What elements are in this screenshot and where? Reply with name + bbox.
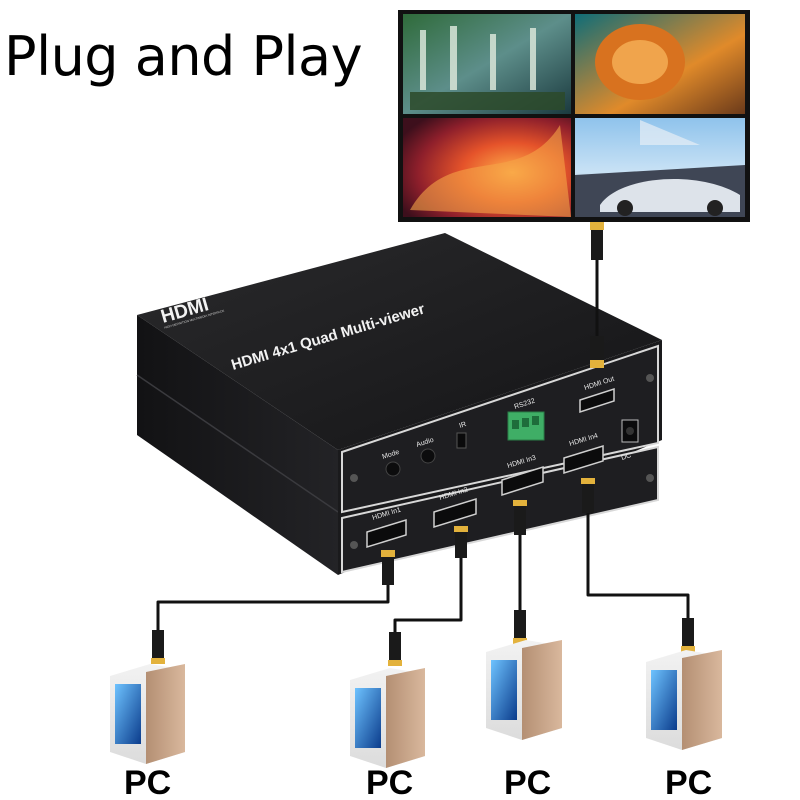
screw-icon — [350, 541, 358, 549]
pc-label-2: PC — [366, 764, 413, 800]
pc-glass-panel — [115, 684, 141, 744]
screw-icon — [350, 474, 358, 482]
multiviewer-device: HDMI HIGH-DEFINITION MULTIMEDIA INTERFAC… — [136, 233, 662, 575]
pc-3 — [486, 640, 562, 740]
screw-icon — [646, 374, 654, 382]
hdmi-connectors — [151, 222, 695, 666]
ir-receiver — [456, 432, 467, 449]
monitor — [398, 10, 750, 222]
hdmi-in3-port[interactable] — [501, 465, 544, 497]
pc-label-4: PC — [665, 764, 712, 800]
cable-in1 — [156, 585, 390, 630]
pc-4 — [646, 650, 722, 750]
pc-1 — [110, 664, 185, 764]
ir-label: IR — [458, 421, 467, 430]
audio-button[interactable] — [420, 448, 436, 464]
mode-button[interactable] — [385, 461, 401, 477]
pc-glass-panel — [651, 670, 677, 730]
page-title: Plug and Play — [4, 25, 363, 88]
pc-2 — [350, 668, 425, 768]
hdmi-out-port[interactable] — [579, 387, 615, 414]
cable-in4 — [586, 495, 690, 620]
dc-label: DC — [620, 452, 632, 462]
hdmi-in1-port[interactable] — [366, 518, 407, 549]
pc-label-3: PC — [504, 764, 551, 800]
pc-label-1: PC — [124, 764, 171, 800]
pc-glass-panel — [491, 660, 517, 720]
hdmi-in4-port[interactable] — [563, 444, 604, 475]
pc-glass-panel — [355, 688, 381, 748]
hdmi-in2-port[interactable] — [433, 497, 477, 529]
screw-icon — [646, 474, 654, 482]
cable-in2 — [393, 545, 463, 640]
rs232-terminal[interactable] — [507, 411, 545, 441]
